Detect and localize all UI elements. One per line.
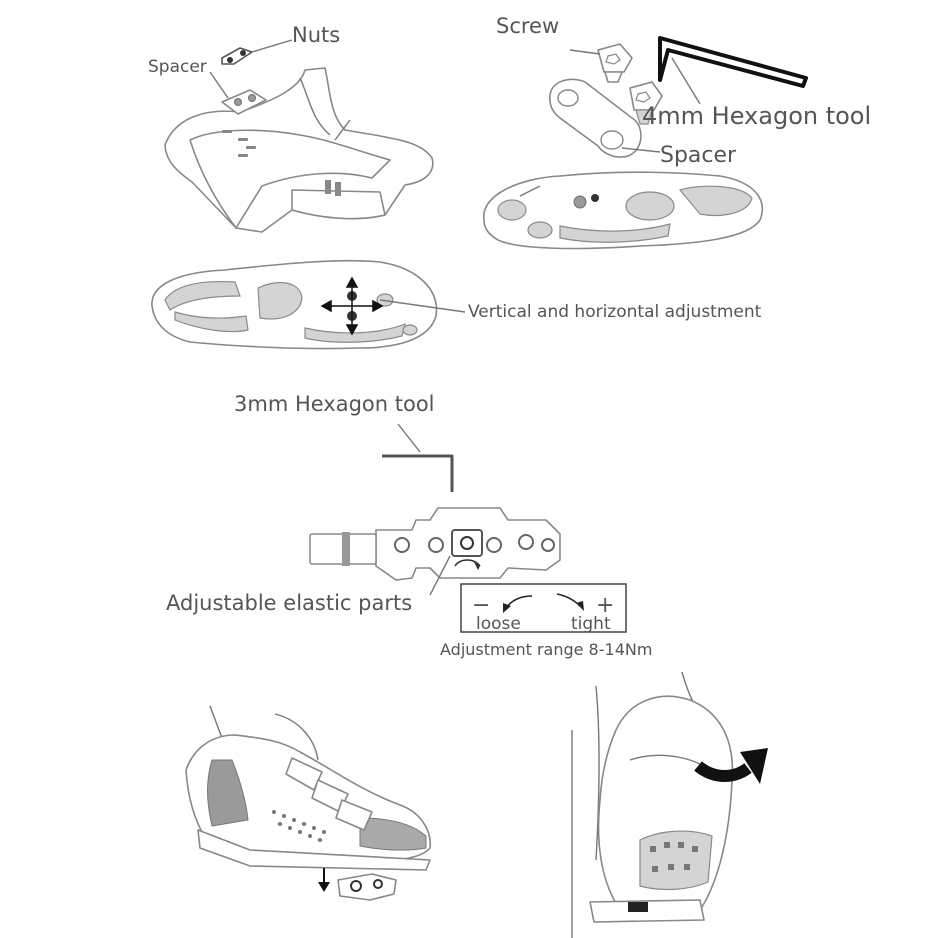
tension-direction-box: − + loose tight (461, 584, 626, 634)
cleat-mounting-illustration (484, 38, 806, 248)
shoe-release-illustration (572, 672, 768, 938)
elastic-label: Adjustable elastic parts (166, 591, 412, 615)
hex3-label: 3mm Hexagon tool (234, 392, 435, 416)
hex4-label: 4mm Hexagon tool (642, 102, 871, 130)
loose-label: loose (476, 614, 521, 634)
shoe-clipping-in-illustration (186, 706, 430, 900)
spacer-right-label: Spacer (660, 143, 737, 168)
adjustment-label: Vertical and horizontal adjustment (468, 302, 762, 322)
nuts-label: Nuts (292, 23, 340, 47)
spacer-label: Spacer (148, 57, 207, 77)
sole-adjustment-illustration (152, 261, 465, 349)
range-label: Adjustment range 8-14Nm (440, 640, 652, 659)
screw-label: Screw (496, 14, 559, 38)
pedal-tension-illustration (310, 424, 560, 595)
tight-label: tight (571, 614, 611, 634)
